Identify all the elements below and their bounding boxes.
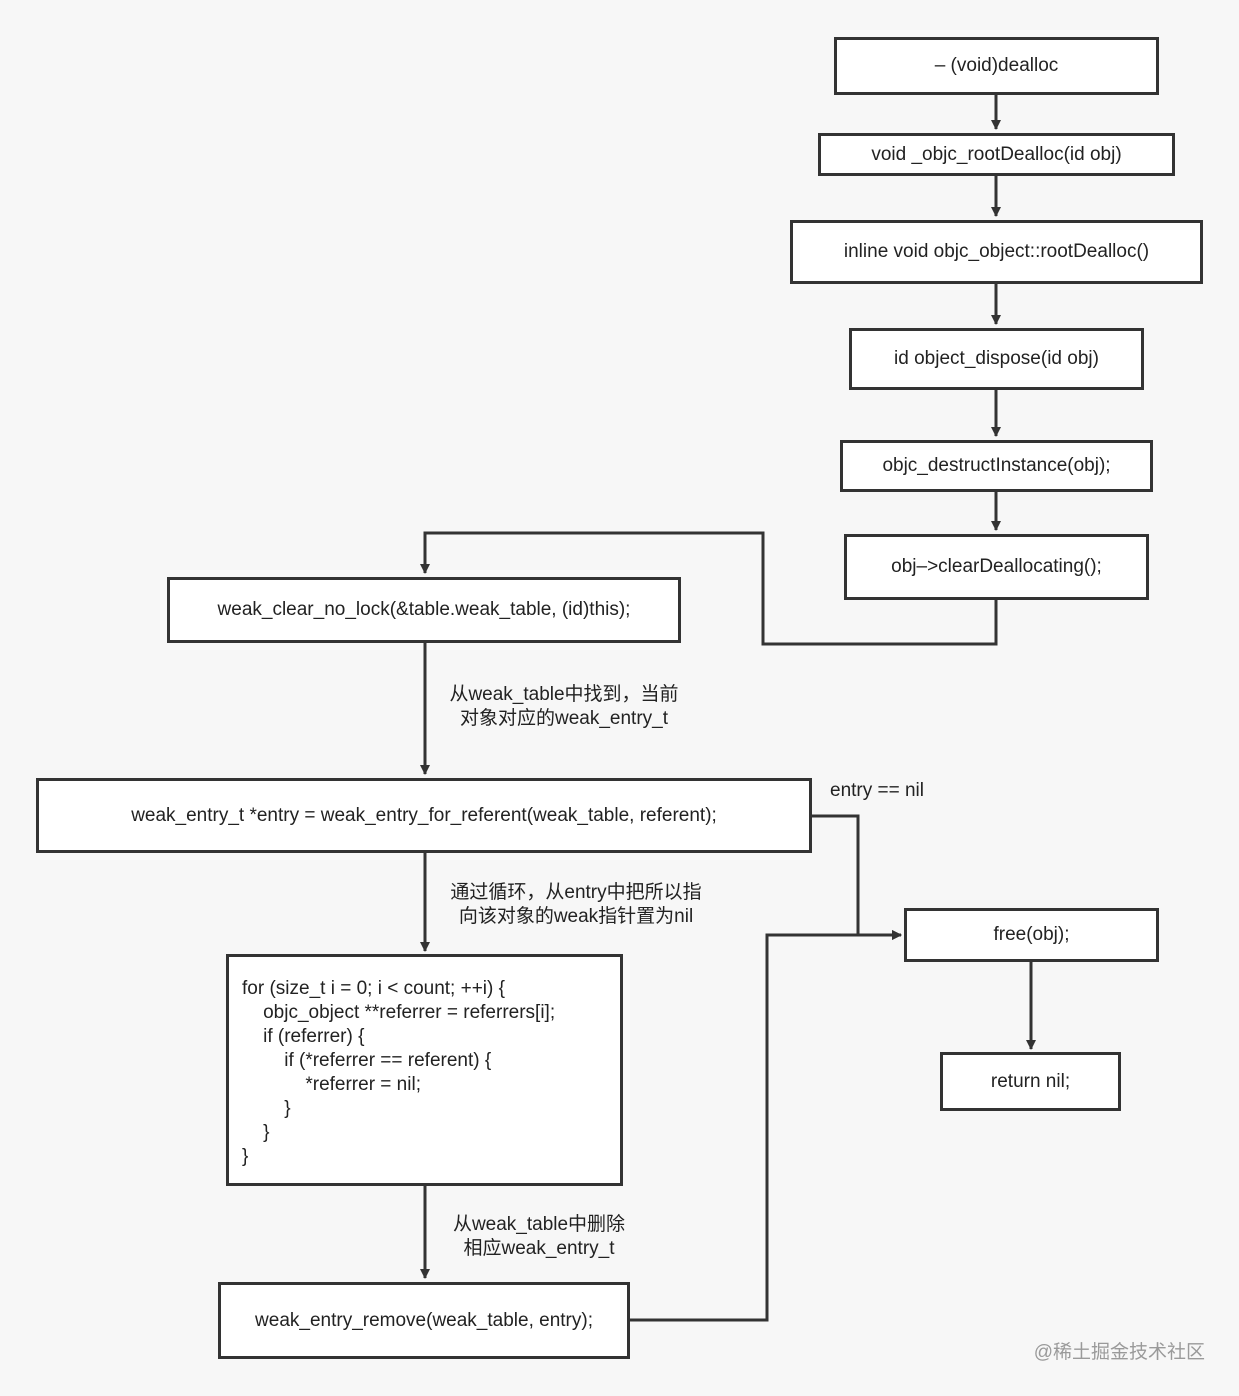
loop-code-line-1: for (size_t i = 0; i < count; ++i) { <box>242 978 505 999</box>
loop-code-line-5: *referrer = nil; <box>242 1074 421 1095</box>
find-entry-edge-label-line-1: 从weak_table中找到，当前 <box>449 684 679 705</box>
remove-entry-edge-label-line-2: 相应weak_entry_t <box>463 1238 615 1259</box>
arrow-clear-to-weak-clear <box>420 531 998 646</box>
arrow-remove-to-free <box>629 930 902 1322</box>
weak-entry-for-referent-label: weak_entry_t *entry = weak_entry_for_ref… <box>131 804 717 826</box>
weak-clear-no-lock-label: weak_clear_no_lock(&table.weak_table, (i… <box>217 599 631 620</box>
return-nil-node: return nil; <box>940 1052 1121 1111</box>
destruct-instance-label: objc_destructInstance(obj); <box>882 455 1111 476</box>
weak-entry-remove-label: weak_entry_remove(weak_table, entry); <box>255 1309 593 1331</box>
watermark: @稀土掘金技术社区 <box>1033 1342 1205 1363</box>
loop-code-line-8: } <box>242 1146 249 1167</box>
loop-clear-edge-label-line-2: 向该对象的weak指针置为nil <box>458 906 694 927</box>
remove-entry-edge-label: 从weak_table中删除 相应weak_entry_t <box>444 1213 634 1261</box>
loop-code-line-3: if (referrer) { <box>242 1026 365 1047</box>
arrow-entry-nil-to-free <box>811 814 902 940</box>
loop-code-line-4: if (*referrer == referent) { <box>242 1050 492 1071</box>
dealloc-node: – (void)dealloc <box>834 37 1159 95</box>
free-node: free(obj); <box>904 908 1159 962</box>
find-entry-edge-label: 从weak_table中找到，当前 对象对应的weak_entry_t <box>444 683 684 731</box>
object-dispose-node: id object_dispose(id obj) <box>849 328 1144 390</box>
root-dealloc-function-label: void _objc_rootDealloc(id obj) <box>871 143 1122 165</box>
weak-clear-no-lock-node: weak_clear_no_lock(&table.weak_table, (i… <box>167 577 681 643</box>
loop-code-line-2: objc_object **referrer = referrers[i]; <box>242 1002 556 1023</box>
destruct-instance-node: objc_destructInstance(obj); <box>840 440 1153 492</box>
root-dealloc-method-node: inline void objc_object::rootDealloc() <box>790 220 1203 284</box>
loop-clear-edge-label-line-1: 通过循环，从entry中把所以指 <box>450 882 702 903</box>
find-entry-edge-label-line-2: 对象对应的weak_entry_t <box>459 708 668 729</box>
root-dealloc-method-label: inline void objc_object::rootDealloc() <box>843 241 1150 262</box>
weak-pointer-loop-node: for (size_t i = 0; i < count; ++i) { obj… <box>226 954 623 1186</box>
weak-entry-remove-node: weak_entry_remove(weak_table, entry); <box>218 1282 630 1359</box>
weak-entry-for-referent-node: weak_entry_t *entry = weak_entry_for_ref… <box>36 778 812 853</box>
entry-nil-edge-label-text: entry == nil <box>830 780 924 801</box>
clear-deallocating-label: obj–>clearDeallocating(); <box>891 556 1102 577</box>
loop-code-line-7: } <box>242 1122 270 1143</box>
loop-clear-edge-label: 通过循环，从entry中把所以指 向该对象的weak指针置为nil <box>444 881 708 929</box>
object-dispose-label: id object_dispose(id obj) <box>894 348 1099 369</box>
free-label: free(obj); <box>993 924 1070 945</box>
loop-code-line-6: } <box>242 1098 291 1119</box>
root-dealloc-function-node: void _objc_rootDealloc(id obj) <box>818 133 1175 176</box>
return-nil-label: return nil; <box>990 1070 1071 1092</box>
remove-entry-edge-label-line-1: 从weak_table中删除 <box>452 1214 626 1235</box>
entry-nil-edge-label: entry == nil <box>830 779 924 803</box>
clear-deallocating-node: obj–>clearDeallocating(); <box>844 534 1149 600</box>
dealloc-node-label: – (void)dealloc <box>934 55 1059 76</box>
